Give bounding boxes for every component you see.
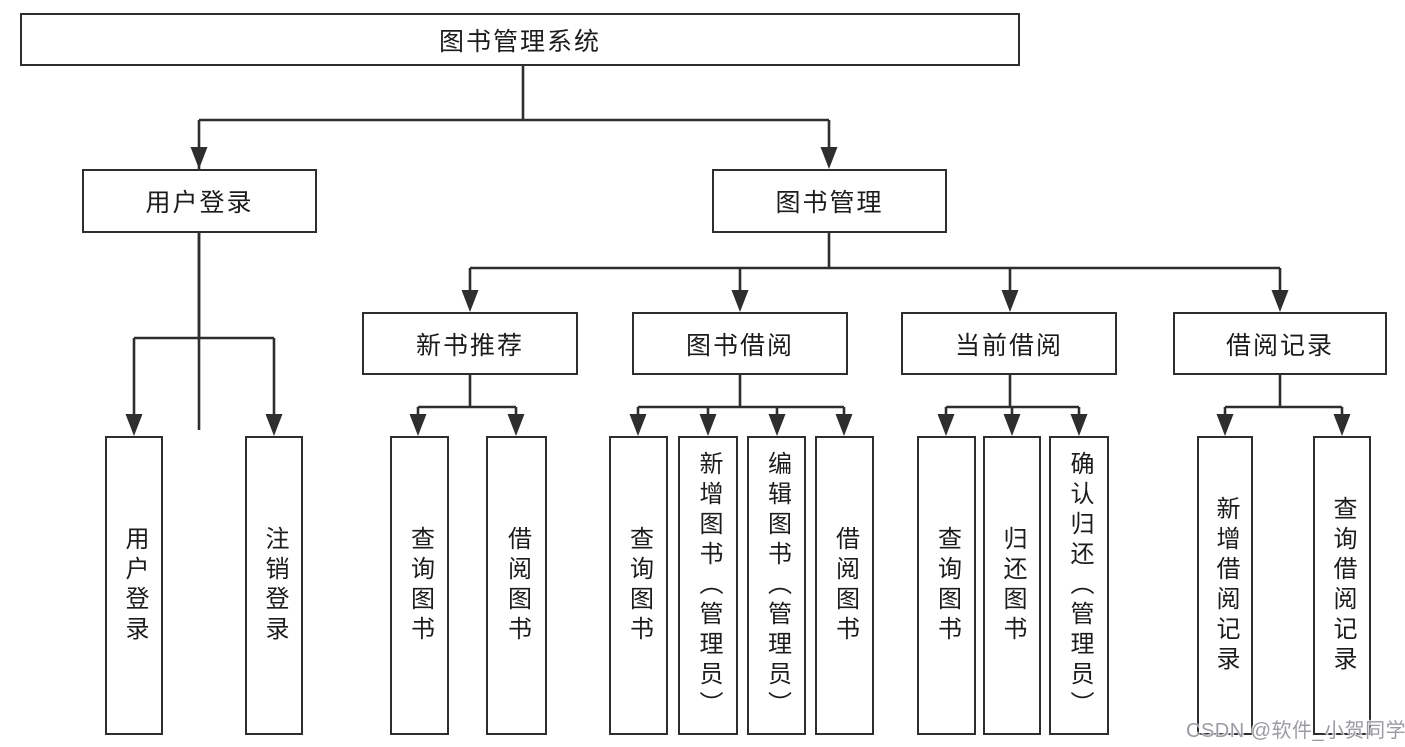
leaf-label: 查询图书 — [406, 525, 434, 646]
leaf-label: 借阅图书 — [503, 525, 531, 646]
leaf-edit-book-admin: 编辑图书（管理员） — [747, 436, 806, 735]
arrowhead-down-icon — [835, 414, 853, 436]
node-library-management-system: 图书管理系统 — [20, 13, 1020, 66]
arrowhead-down-icon — [1001, 290, 1019, 312]
leaf-label: 新增图书（管理员） — [695, 450, 722, 721]
leaf-query-books-recommend: 查询图书 — [390, 436, 449, 735]
arrowhead-down-icon — [265, 414, 283, 436]
leaf-label: 查询借阅记录 — [1329, 495, 1356, 676]
arrowhead-down-icon — [1271, 290, 1289, 312]
connector-current-borrowing — [937, 375, 1088, 436]
arrowhead-down-icon — [820, 147, 838, 169]
node-label: 图书借阅 — [685, 331, 794, 360]
arrowhead-down-icon — [409, 414, 427, 436]
connector-new-book-recommendation-lines — [416, 375, 518, 429]
arrowhead-down-icon — [125, 414, 143, 436]
connector-book-borrowing — [629, 375, 853, 436]
node-label: 图书管理系统 — [438, 27, 601, 56]
leaf-label: 归还图书 — [999, 525, 1026, 646]
connector-book-management-lines — [468, 233, 1282, 305]
node-label: 新书推荐 — [415, 331, 524, 360]
leaf-label: 借阅图书 — [831, 525, 859, 646]
node-new-book-recommendation: 新书推荐 — [362, 312, 578, 375]
node-label: 图书管理 — [775, 189, 884, 217]
connector-borrowing-records — [1216, 375, 1351, 436]
arrowhead-down-icon — [190, 147, 208, 169]
leaf-logout: 注销登录 — [245, 436, 303, 735]
node-user-login: 用户登录 — [82, 169, 317, 233]
connector-new-book-recommendation — [409, 375, 525, 436]
leaf-add-borrow-record: 新增借阅记录 — [1197, 436, 1253, 735]
connector-root-lines — [197, 66, 831, 430]
node-label: 借阅记录 — [1225, 331, 1334, 360]
arrowhead-down-icon — [1333, 414, 1351, 436]
arrowhead-down-icon — [1003, 414, 1021, 436]
arrowhead-down-icon — [699, 414, 717, 436]
watermark: CSDN @软件_小贺同学 — [1186, 720, 1405, 742]
node-book-borrowing: 图书借阅 — [632, 312, 848, 375]
leaf-label: 查询图书 — [625, 525, 653, 646]
arrowhead-down-icon — [1070, 414, 1088, 436]
arrowhead-down-icon — [731, 290, 749, 312]
leaf-user-login: 用户登录 — [105, 436, 163, 735]
leaf-label: 新增借阅记录 — [1212, 495, 1239, 676]
leaf-label: 注销登录 — [261, 525, 288, 646]
leaf-label: 查询图书 — [933, 525, 961, 646]
arrowhead-down-icon — [507, 414, 525, 436]
arrowhead-down-icon — [937, 414, 955, 436]
connector-user-login-lines — [132, 233, 276, 429]
connector-root — [190, 66, 838, 430]
connector-book-borrowing-lines — [636, 375, 846, 429]
leaf-label: 用户登录 — [121, 525, 148, 646]
leaf-confirm-return-admin: 确认归还（管理员） — [1049, 436, 1109, 735]
leaf-label: 编辑图书（管理员） — [763, 450, 791, 721]
leaf-query-books-borrowing: 查询图书 — [609, 436, 668, 735]
node-label: 用户登录 — [145, 189, 254, 217]
connector-user-login — [125, 233, 283, 436]
leaf-query-books-current: 查询图书 — [917, 436, 976, 735]
connector-borrowing-records-lines — [1223, 375, 1344, 429]
leaf-label: 确认归还（管理员） — [1066, 450, 1093, 721]
node-book-management: 图书管理 — [712, 169, 947, 233]
arrowhead-down-icon — [768, 414, 786, 436]
node-label: 当前借阅 — [954, 331, 1063, 360]
leaf-borrow-books-borrowing: 借阅图书 — [815, 436, 874, 735]
leaf-return-book: 归还图书 — [983, 436, 1041, 735]
arrowhead-down-icon — [629, 414, 647, 436]
node-borrowing-records: 借阅记录 — [1173, 312, 1387, 375]
arrowhead-down-icon — [461, 290, 479, 312]
leaf-query-borrow-record: 查询借阅记录 — [1313, 436, 1371, 735]
leaf-add-book-admin: 新增图书（管理员） — [678, 436, 738, 735]
connector-book-management — [461, 233, 1289, 312]
node-current-borrowing: 当前借阅 — [901, 312, 1117, 375]
leaf-borrow-books-recommend: 借阅图书 — [486, 436, 547, 735]
arrowhead-down-icon — [1216, 414, 1234, 436]
